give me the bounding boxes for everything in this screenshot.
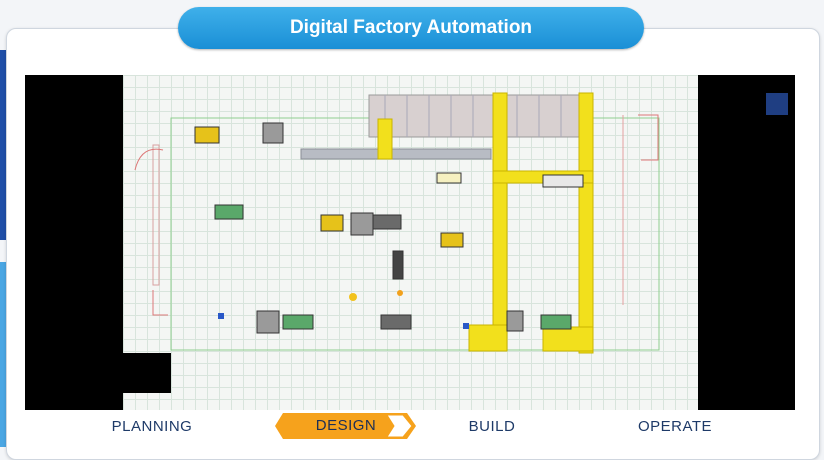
factory-floor-blueprint bbox=[123, 75, 698, 410]
factory-layout-drawing bbox=[134, 92, 660, 354]
tab-build[interactable]: BUILD bbox=[468, 418, 516, 435]
factory-layout-viewport[interactable] bbox=[25, 75, 795, 410]
tab-design[interactable]: DESIGN bbox=[275, 412, 417, 440]
left-edge-accent-dark bbox=[0, 50, 6, 240]
overlay-black-block bbox=[65, 353, 171, 393]
tab-design-label: DESIGN bbox=[315, 417, 377, 434]
view-corner-marker[interactable] bbox=[766, 93, 788, 115]
tab-planning[interactable]: PLANNING bbox=[111, 418, 193, 435]
phase-tabs: PLANNING DESIGN BUILD OPERATE bbox=[25, 412, 795, 442]
active-tab-chevron-icon bbox=[275, 413, 416, 439]
page-title: Digital Factory Automation bbox=[178, 7, 644, 49]
left-edge-accent-light bbox=[0, 262, 6, 447]
tab-operate[interactable]: OPERATE bbox=[637, 418, 713, 435]
